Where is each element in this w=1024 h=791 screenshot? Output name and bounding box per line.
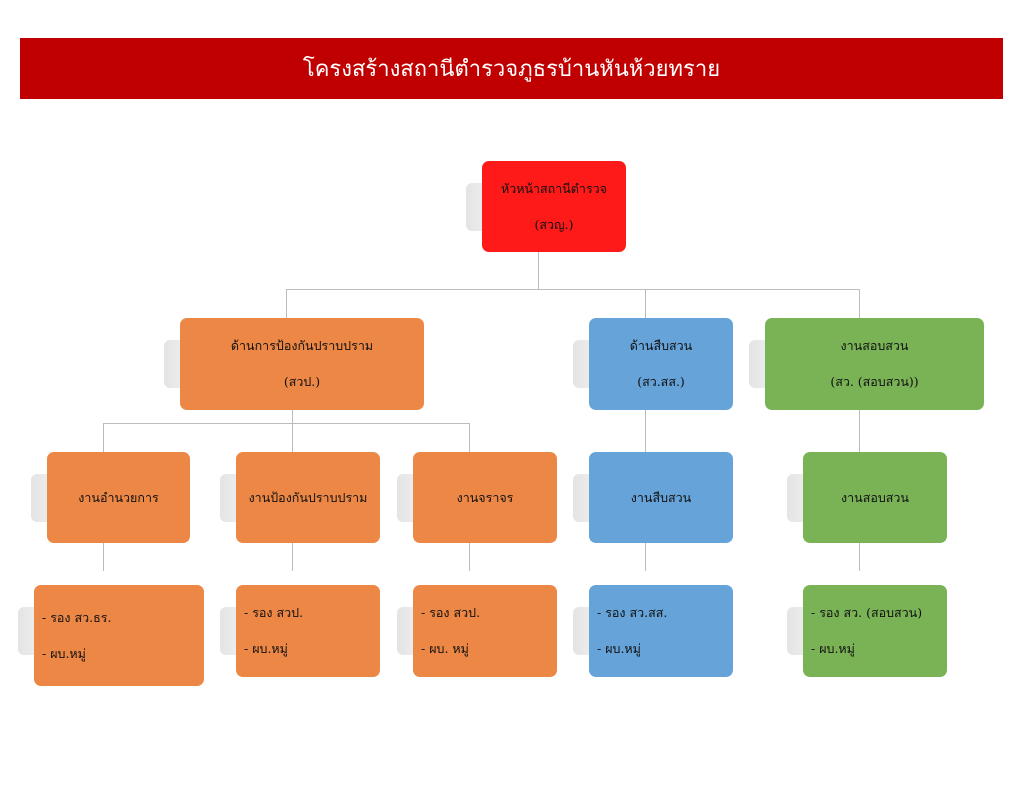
node-label: - รอง สว.สส.: [597, 605, 668, 620]
node-label: งานสอบสวน: [840, 338, 909, 353]
node-label: หัวหน้าสถานีตำรวจ: [500, 180, 608, 196]
node-traffic-staff: - รอง สวป. - ผบ. หมู่: [397, 585, 557, 677]
node-inquiry-staff: - รอง สว. (สอบสวน) - ผบ.หมู่: [787, 585, 947, 677]
node-sublabel: (สวป.): [283, 374, 321, 389]
connector: [645, 543, 646, 571]
connector: [286, 289, 860, 290]
node-label: งานสืบสวน: [630, 489, 692, 505]
node-label: - รอง สว. (สอบสวน): [811, 605, 923, 620]
connector: [538, 252, 539, 289]
node-label: - ผบ.หมู่: [42, 645, 86, 661]
node-inquiry-division: งานสอบสวน (สว. (สอบสวน)): [749, 318, 984, 410]
connector: [103, 543, 104, 571]
node-label: - ผบ. หมู่: [421, 641, 469, 656]
node-investigation-staff: - รอง สว.สส. - ผบ.หมู่: [573, 585, 733, 677]
node-sublabel: (สว.สส.): [637, 374, 685, 389]
connector: [645, 289, 646, 318]
connector: [292, 410, 293, 423]
node-sublabel: (สว. (สอบสวน)): [830, 374, 919, 389]
node-investigation: งานสืบสวน: [573, 452, 733, 543]
connector: [286, 289, 287, 318]
node-sublabel: (สวญ.): [534, 216, 574, 232]
node-label: ด้านสืบสวน: [629, 338, 693, 353]
connector: [859, 289, 860, 318]
node-label: งานป้องกันปราบปราม: [248, 489, 368, 505]
node-label: - ผบ.หมู่: [244, 641, 288, 656]
node-label: งานจราจร: [456, 489, 514, 505]
connector: [469, 423, 470, 452]
node-traffic: งานจราจร: [397, 452, 557, 543]
node-label: - รอง สวป.: [244, 605, 304, 620]
connector: [645, 410, 646, 452]
node-prevention: งานป้องกันปราบปราม: [220, 452, 380, 543]
node-investigation-division: ด้านสืบสวน (สว.สส.): [573, 318, 733, 410]
connector: [103, 423, 470, 424]
node-label: งานสอบสวน: [841, 489, 909, 505]
node-label: ด้านการป้องกันปราบปราม: [230, 338, 374, 353]
node-label: - รอง สวป.: [421, 605, 481, 620]
node-label: งานอำนวยการ: [78, 489, 159, 505]
connector: [859, 410, 860, 452]
connector: [469, 543, 470, 571]
connector: [103, 423, 104, 452]
node-inquiry: งานสอบสวน: [787, 452, 947, 543]
node-station-chief: หัวหน้าสถานีตำรวจ (สวญ.): [466, 161, 626, 252]
node-prevention-division: ด้านการป้องกันปราบปราม (สวป.): [164, 318, 424, 410]
node-admin-staff: - รอง สว.ธร. - ผบ.หมู่: [18, 585, 204, 686]
node-prevention-staff: - รอง สวป. - ผบ.หมู่: [220, 585, 380, 677]
page-title: โครงสร้างสถานีตำรวจภูธรบ้านหันห้วยทราย: [20, 38, 1003, 99]
connector: [292, 423, 293, 452]
node-label: - ผบ.หมู่: [597, 641, 641, 656]
connector: [292, 543, 293, 571]
node-label: - รอง สว.ธร.: [42, 609, 112, 625]
node-label: - ผบ.หมู่: [811, 641, 855, 656]
node-administration: งานอำนวยการ: [31, 452, 190, 543]
connector: [859, 543, 860, 571]
